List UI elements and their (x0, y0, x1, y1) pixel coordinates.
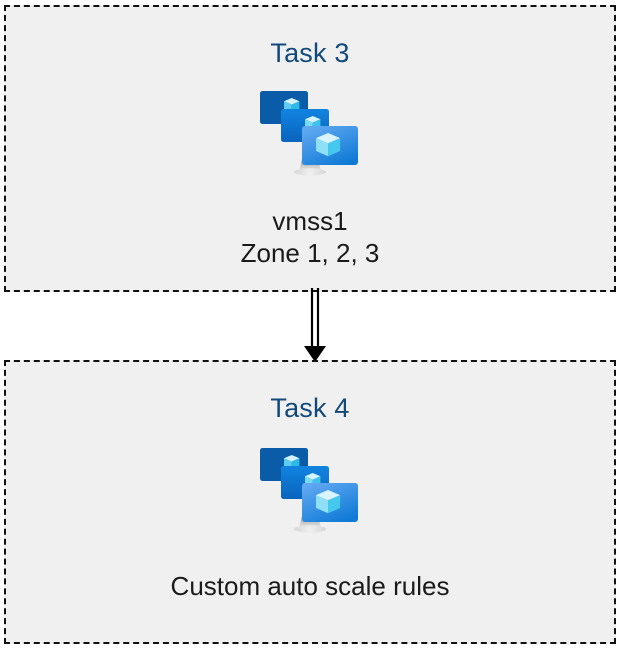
task-title: Task 3 (270, 38, 350, 68)
task-title: Task 4 (270, 393, 350, 423)
task-box-task3[interactable]: Task 3 (4, 5, 616, 292)
caption-line-1: vmss1 (272, 206, 348, 236)
task-caption: Custom auto scale rules (171, 571, 450, 603)
azure-virtual-machine-scale-set-icon (258, 444, 362, 545)
double-line-arrow-connector (304, 288, 326, 362)
azure-virtual-machine-scale-set-icon (258, 87, 362, 188)
caption-line-1: Custom auto scale rules (170, 571, 450, 601)
task-caption: vmss1 Zone 1, 2, 3 (241, 206, 380, 269)
task-box-task4[interactable]: Task 4 (4, 360, 616, 644)
caption-line-2: Zone 1, 2, 3 (240, 237, 380, 268)
